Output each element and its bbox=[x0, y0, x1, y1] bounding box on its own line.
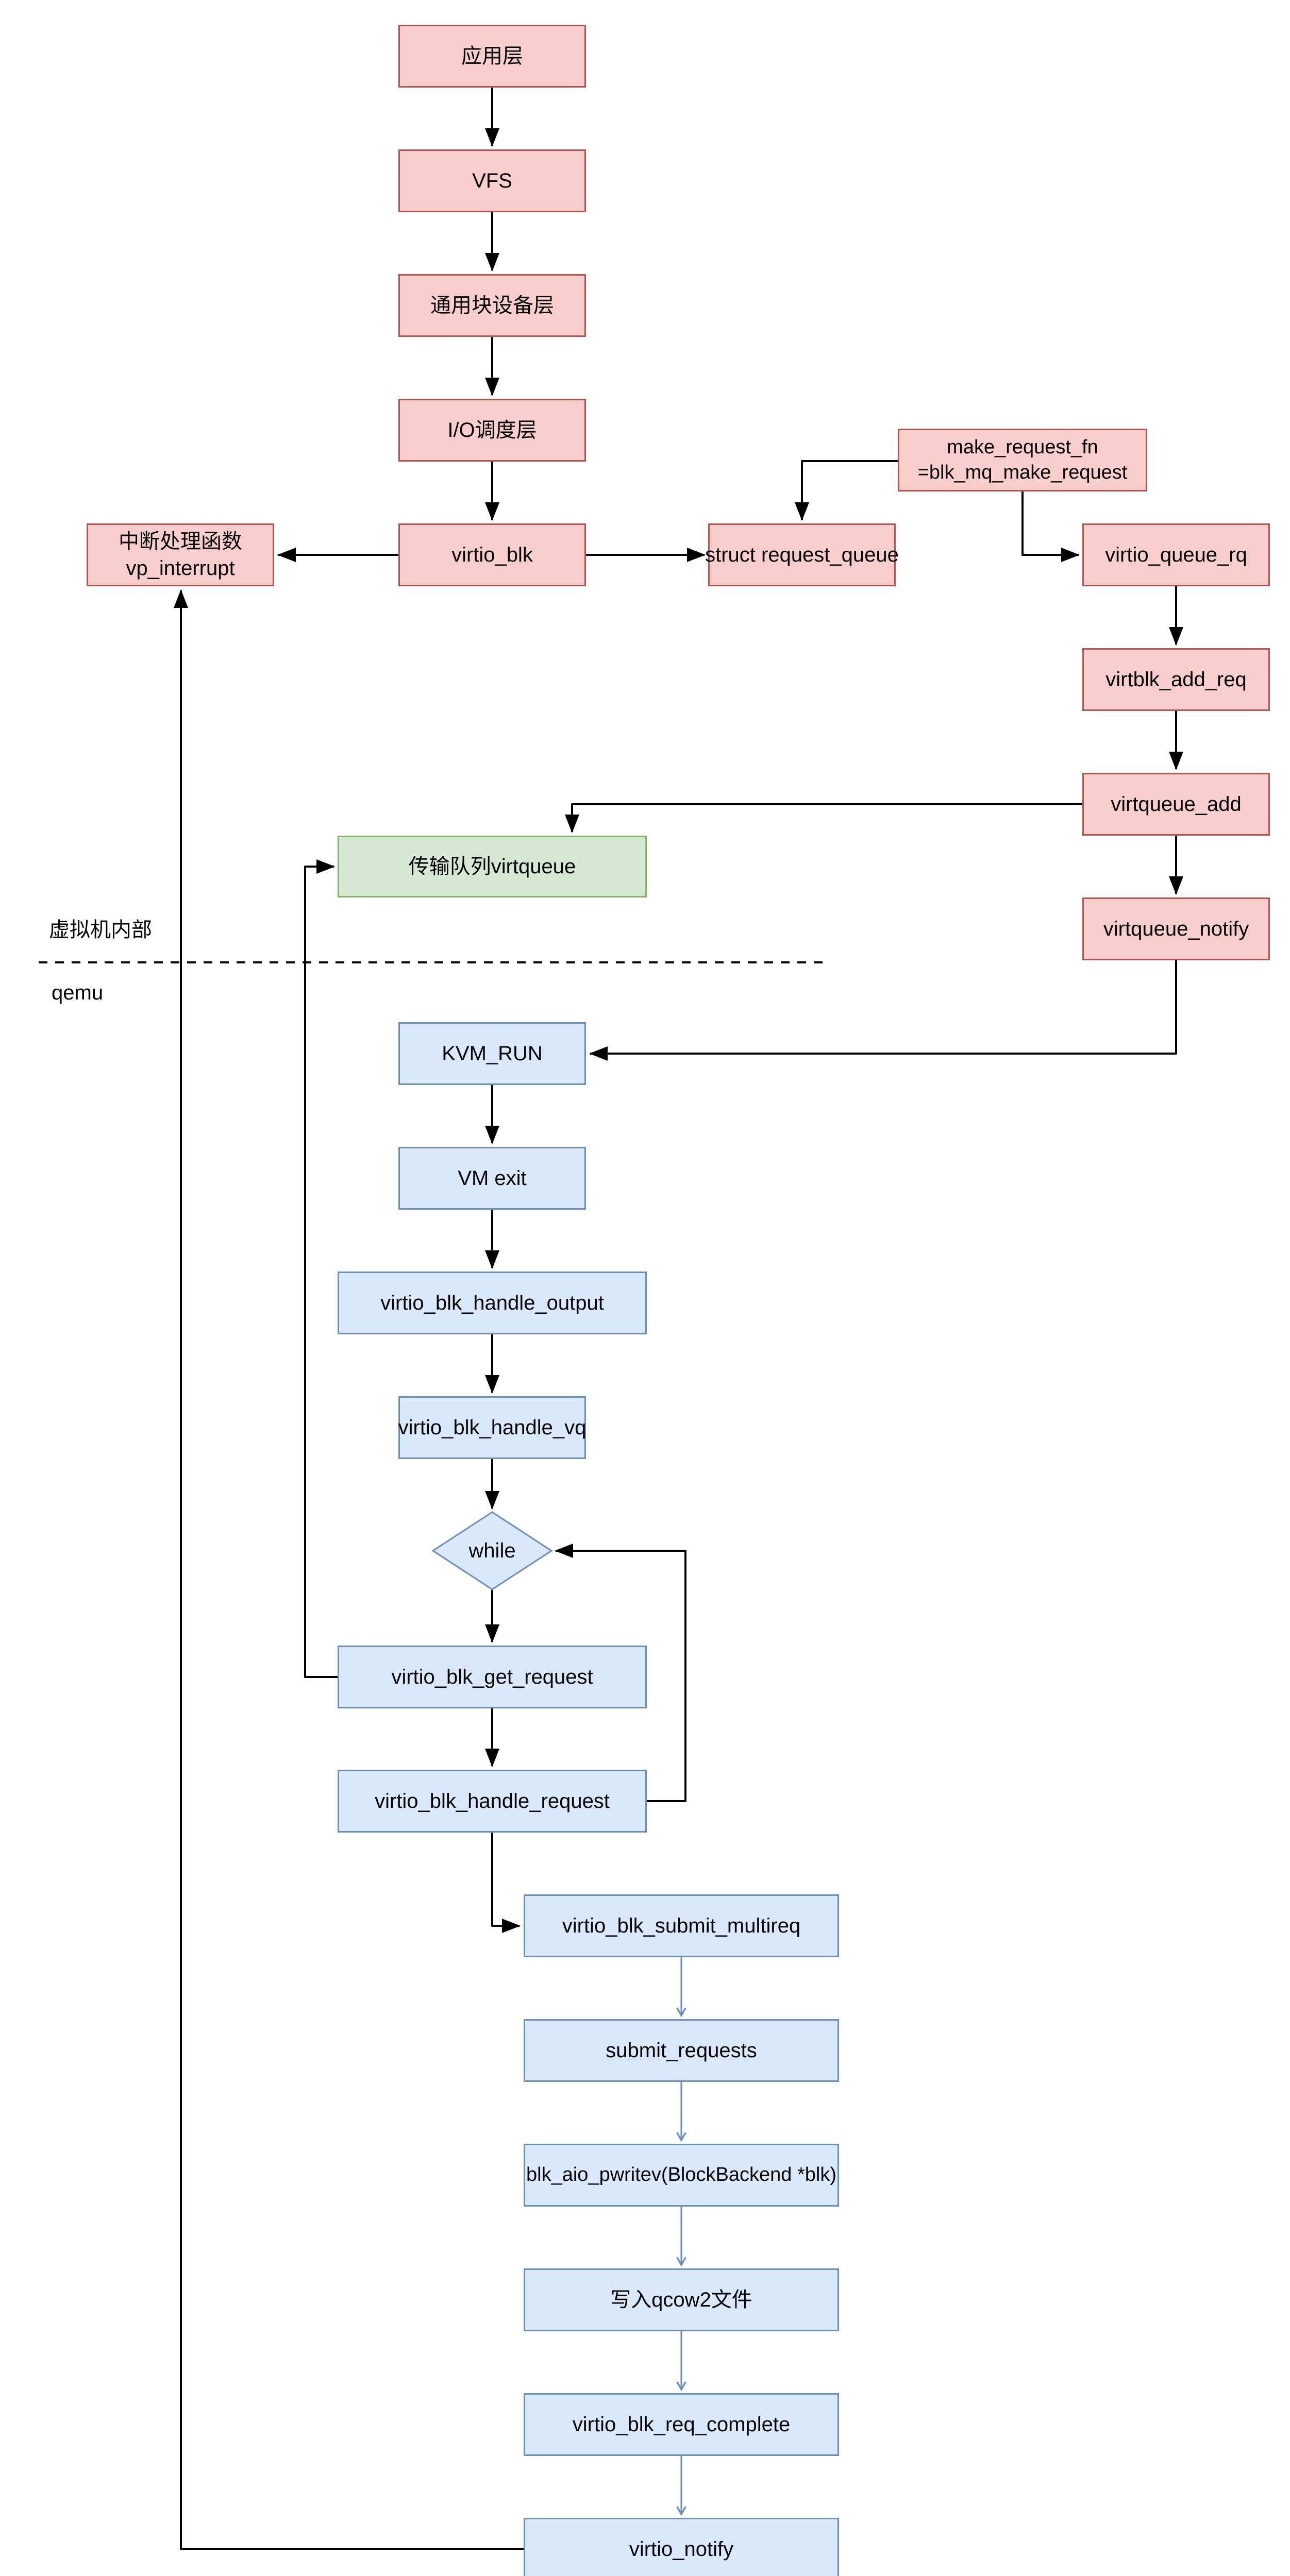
edge-getrequest-virtqueue-loop bbox=[304, 859, 338, 1678]
edge-virtqueuenotify-kvmrun bbox=[589, 960, 1177, 1061]
node-write-qcow2: 写入qcow2文件 bbox=[524, 2268, 839, 2331]
node-virtio-blk-handle-output: virtio_blk_handle_output bbox=[338, 1272, 647, 1334]
edge-virtqueueadd-virtqueue bbox=[565, 803, 1082, 833]
node-kvm-run: KVM_RUN bbox=[398, 1022, 586, 1085]
node-vp-interrupt: 中断处理函数 vp_interrupt bbox=[87, 523, 274, 586]
node-virtio-notify: virtio_notify bbox=[524, 2518, 839, 2576]
node-while-label: while bbox=[468, 1539, 516, 1562]
edge-makerequestfn-requestqueue bbox=[795, 460, 898, 521]
node-virtio-queue-rq: virtio_queue_rq bbox=[1082, 523, 1270, 586]
node-vfs: VFS bbox=[398, 149, 586, 212]
node-submit-requests: submit_requests bbox=[524, 2019, 839, 2082]
node-virtqueue-notify: virtqueue_notify bbox=[1082, 897, 1270, 960]
node-virtqueue: 传输队列virtqueue bbox=[338, 836, 647, 897]
edge-handlerequest-while-loop bbox=[555, 1544, 686, 1802]
node-app-layer: 应用层 bbox=[398, 25, 586, 88]
node-virtio-blk-submit-multireq: virtio_blk_submit_multireq bbox=[524, 1894, 839, 1957]
node-make-request-fn: make_request_fn =blk_mq_make_request bbox=[898, 429, 1147, 492]
node-virtblk-add-req: virtblk_add_req bbox=[1082, 648, 1270, 711]
edge-makerequestfn-virtioqueuerq bbox=[1021, 492, 1080, 562]
node-blk-aio-pwritev: blk_aio_pwritev(BlockBackend *blk) bbox=[524, 2144, 839, 2207]
label-vm-internal: 虚拟机内部 bbox=[49, 919, 152, 941]
node-virtqueue-add: virtqueue_add bbox=[1082, 773, 1270, 836]
node-virtio-blk-get-request: virtio_blk_get_request bbox=[338, 1646, 647, 1708]
node-virtio-blk-req-complete: virtio_blk_req_complete bbox=[524, 2393, 839, 2456]
node-struct-request-queue: struct request_queue bbox=[705, 523, 899, 586]
edge-handlerequest-submitmultireq bbox=[491, 1833, 521, 1933]
node-virtio-blk-handle-vq: virtio_blk_handle_vq bbox=[398, 1396, 586, 1459]
node-virtio-blk-handle-request: virtio_blk_handle_request bbox=[338, 1770, 647, 1833]
node-virtio-blk: virtio_blk bbox=[398, 523, 586, 586]
node-generic-block-layer: 通用块设备层 bbox=[398, 274, 586, 337]
node-io-scheduler: I/O调度层 bbox=[398, 399, 586, 462]
label-qemu: qemu bbox=[52, 981, 104, 1004]
edge-virtionotify-vpinterrupt bbox=[174, 589, 524, 2550]
while-diamond-shape bbox=[431, 1511, 553, 1590]
node-vm-exit: VM exit bbox=[398, 1147, 586, 1210]
